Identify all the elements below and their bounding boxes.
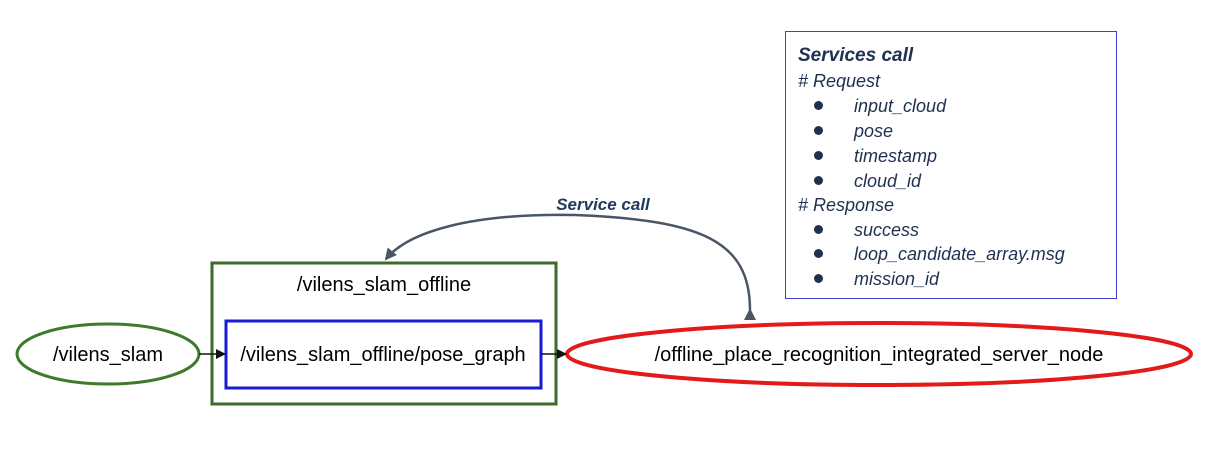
bullet-icon <box>814 125 823 135</box>
note-response-item: loop_candidate_array.msg <box>814 244 1065 265</box>
group-vilens-slam-offline-box <box>210 261 558 406</box>
services-call-note: Services call # Request input_cloud pose… <box>785 31 1117 299</box>
note-request-item-label: cloud_id <box>854 171 922 191</box>
bullet-icon <box>814 150 823 160</box>
node-place-recognition-server-shape <box>565 321 1193 387</box>
bullet-icon <box>814 224 823 234</box>
bullet-icon <box>814 175 823 185</box>
node-vilens-slam[interactable]: /vilens_slam <box>15 322 201 386</box>
note-request-item: pose <box>814 121 893 142</box>
node-pose-graph[interactable]: /vilens_slam_offline/pose_graph <box>224 319 543 390</box>
bullet-icon <box>814 248 823 258</box>
node-vilens-slam-label: /vilens_slam <box>53 344 163 366</box>
service-call-arrow <box>384 213 757 321</box>
note-request-item: input_cloud <box>814 96 946 117</box>
note-title: Services call <box>798 45 914 66</box>
note-request-item: timestamp <box>814 146 937 167</box>
note-response-heading: # Response <box>798 195 895 215</box>
bullet-icon <box>814 273 823 283</box>
service-call-label: Service call <box>556 195 651 214</box>
note-request-item-label: pose <box>854 121 894 141</box>
note-response-item: mission_id <box>814 269 939 290</box>
note-request-item-label: timestamp <box>854 146 938 166</box>
note-response-item-label: loop_candidate_array.msg <box>854 244 1065 264</box>
bullet-icon <box>814 100 823 110</box>
node-place-recognition-server[interactable]: /offline_place_recognition_integrated_se… <box>565 321 1193 387</box>
note-response-item: success <box>814 220 919 241</box>
note-request-heading: # Request <box>798 71 881 91</box>
note-request-item-label: input_cloud <box>854 96 947 116</box>
node-pose-graph-label: /vilens_slam_offline/pose_graph <box>240 344 525 366</box>
note-request-item: cloud_id <box>814 171 921 192</box>
node-place-recognition-server-label: /offline_place_recognition_integrated_se… <box>655 344 1104 366</box>
group-vilens-slam-offline-title: /vilens_slam_offline <box>297 274 471 296</box>
note-response-item-label: success <box>854 220 920 240</box>
note-response-item-label: mission_id <box>854 269 940 289</box>
